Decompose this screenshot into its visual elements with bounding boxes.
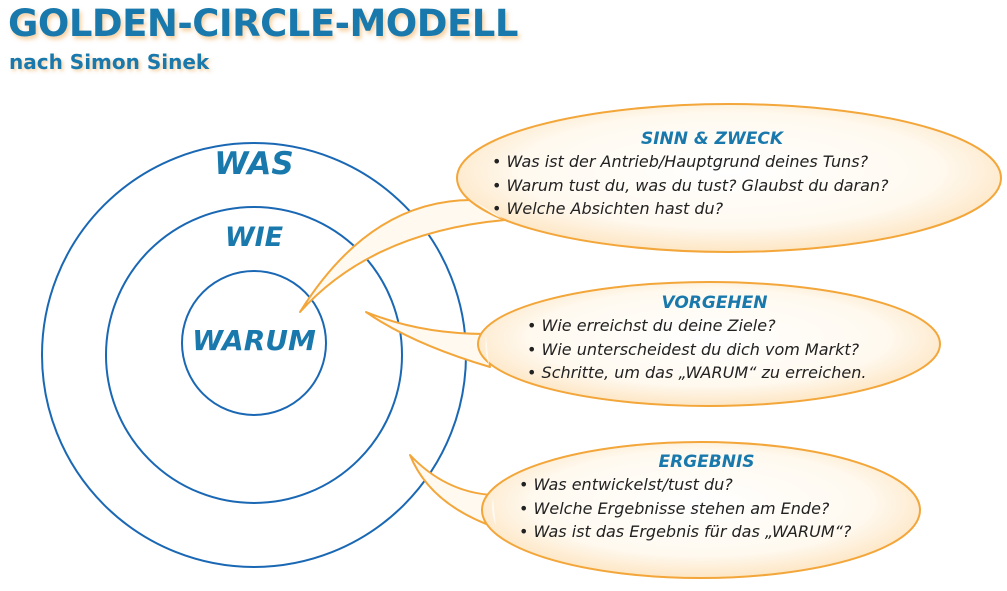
ring-label-was: WAS bbox=[214, 146, 294, 182]
list-item: Was entwickelst/tust du? bbox=[519, 473, 894, 497]
ring-label-wie: WIE bbox=[224, 222, 284, 253]
list-item: Wie erreichst du deine Ziele? bbox=[527, 314, 902, 338]
page-title: GOLDEN-CIRCLE-MODELL bbox=[8, 2, 518, 45]
list-item: Was ist der Antrieb/Hauptgrund deines Tu… bbox=[492, 150, 932, 174]
list-item: Was ist das Ergebnis für das „WARUM“? bbox=[519, 520, 894, 544]
page-subtitle: nach Simon Sinek bbox=[9, 50, 210, 74]
ring-label-warum: WARUM bbox=[192, 324, 316, 357]
bubble-ergebnis-list: Was entwickelst/tust du? Welche Ergebnis… bbox=[519, 473, 894, 544]
circle-warum bbox=[181, 270, 327, 416]
bubble-sinn-zweck-content: SINN & ZWECK Was ist der Antrieb/Hauptgr… bbox=[492, 129, 932, 221]
bubble-ergebnis-content: ERGEBNIS Was entwickelst/tust du? Welche… bbox=[519, 452, 894, 544]
bubble-ergebnis-heading: ERGEBNIS bbox=[658, 452, 755, 472]
list-item: Wie unterscheidest du dich vom Markt? bbox=[527, 338, 902, 362]
circle-wie bbox=[105, 206, 403, 504]
list-item: Welche Absichten hast du? bbox=[492, 197, 932, 221]
bubble-ergebnis-tail bbox=[409, 454, 498, 529]
bubble-vorgehen-content: VORGEHEN Wie erreichst du deine Ziele? W… bbox=[527, 293, 902, 385]
bubble-vorgehen-tail bbox=[365, 311, 491, 368]
bubble-sinn-zweck-tail bbox=[299, 199, 506, 313]
list-item: Warum tust du, was du tust? Glaubst du d… bbox=[492, 174, 932, 198]
bubble-vorgehen-list: Wie erreichst du deine Ziele? Wie unters… bbox=[527, 314, 902, 385]
list-item: Schritte, um das „WARUM“ zu erreichen. bbox=[527, 361, 902, 385]
bubble-sinn-zweck-list: Was ist der Antrieb/Hauptgrund deines Tu… bbox=[492, 150, 932, 221]
list-item: Welche Ergebnisse stehen am Ende? bbox=[519, 497, 894, 521]
bubble-vorgehen-heading: VORGEHEN bbox=[661, 293, 768, 313]
bubble-sinn-zweck-heading: SINN & ZWECK bbox=[640, 129, 784, 149]
